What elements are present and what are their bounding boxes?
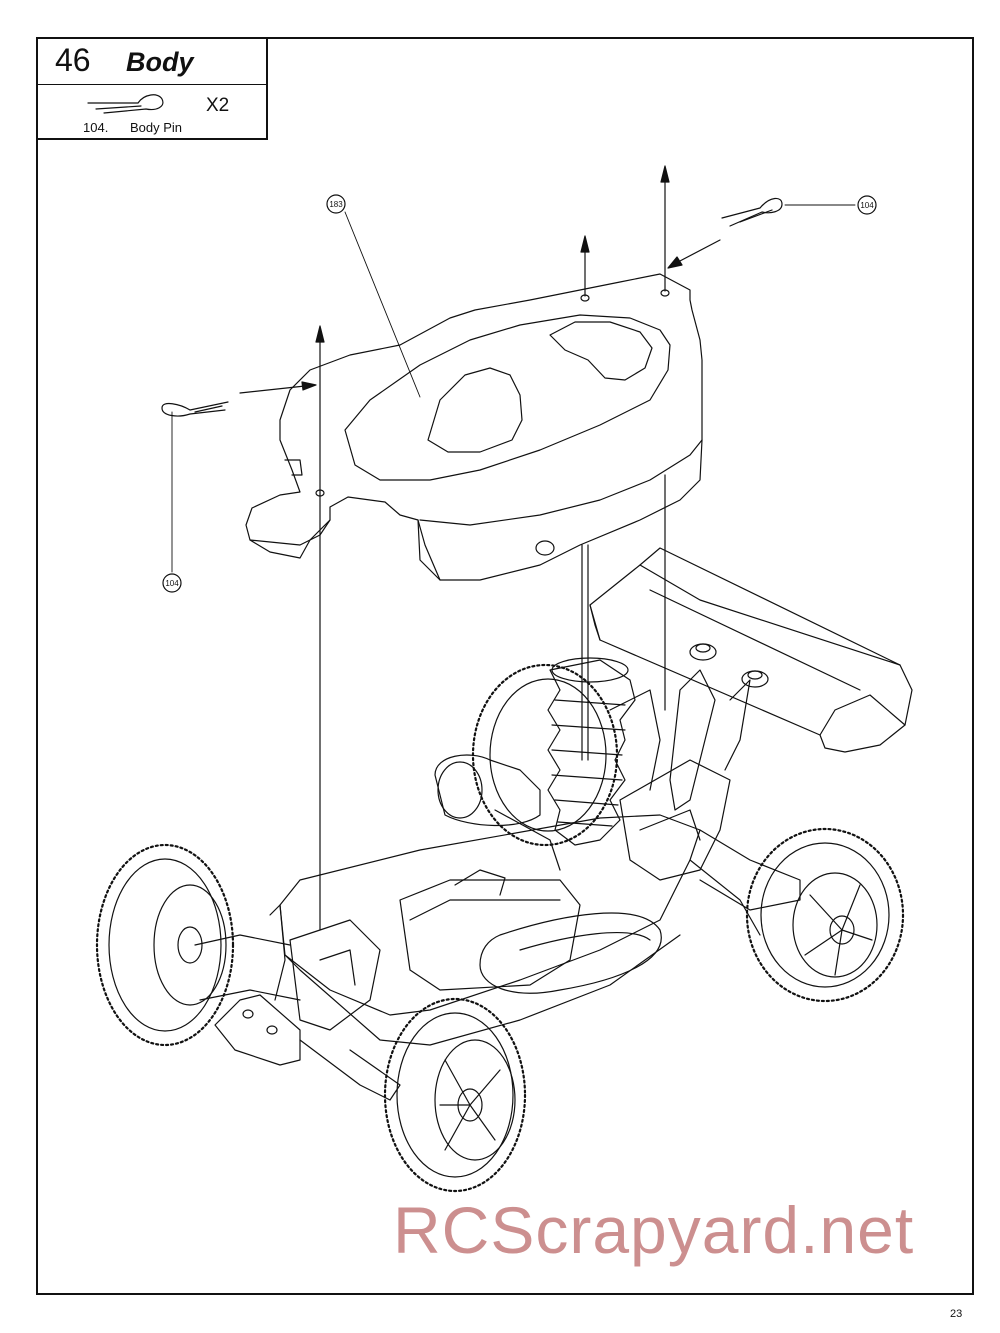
part-name: Body Pin bbox=[130, 120, 183, 135]
body-pin-left bbox=[161, 401, 229, 417]
page-number: 23 bbox=[950, 1308, 963, 1320]
callout-pin-right-label: 104 bbox=[860, 201, 874, 210]
watermark: RCScrapyard.net bbox=[393, 1193, 915, 1267]
body-shell bbox=[245, 273, 703, 581]
part-number: 104. bbox=[83, 120, 109, 135]
step-number: 46 bbox=[55, 42, 91, 78]
callout-body-label: 183 bbox=[329, 200, 343, 209]
callout-pin-left: 104 bbox=[162, 573, 182, 593]
step-title: Body bbox=[126, 47, 194, 77]
header-divider bbox=[38, 84, 266, 85]
wheel-front-right bbox=[383, 997, 527, 1193]
chassis bbox=[194, 657, 801, 1101]
callout-pin-right: 104 bbox=[857, 195, 877, 215]
wheel-rear-right bbox=[745, 827, 905, 1003]
assembly-arrows bbox=[239, 165, 721, 931]
step-header: 46 Body X2 104. Body Pin bbox=[36, 37, 268, 140]
body-pin-right bbox=[721, 197, 783, 227]
callout-pin-left-label: 104 bbox=[165, 579, 179, 588]
page-frame bbox=[36, 37, 974, 1295]
wheel-rear-left bbox=[471, 663, 619, 847]
rear-wing bbox=[589, 547, 913, 811]
part-quantity: X2 bbox=[206, 95, 230, 116]
callout-body: 183 bbox=[326, 194, 346, 214]
wheel-front-left bbox=[95, 843, 235, 1047]
body-pin-icon bbox=[87, 94, 164, 114]
callout-leaders bbox=[171, 204, 856, 573]
